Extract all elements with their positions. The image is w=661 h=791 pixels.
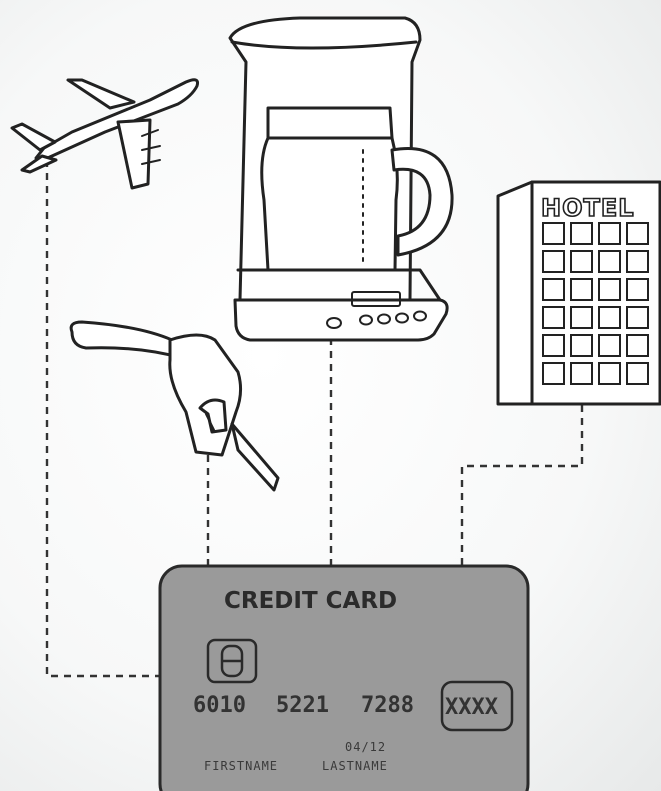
card-last-name: LASTNAME (322, 759, 388, 773)
gas-pump-nozzle-icon (71, 322, 278, 490)
card-title: CREDIT CARD (224, 588, 397, 614)
hotel-window (627, 251, 648, 272)
hotel-sign: HOTEL (541, 194, 635, 222)
hotel-window (571, 363, 592, 384)
credit-card-icon: CREDIT CARD 6010 5221 7288 XXXX 04/12 FI… (160, 566, 528, 791)
card-first-name: FIRSTNAME (204, 759, 278, 773)
hotel-window (627, 307, 648, 328)
hotel-window (599, 223, 620, 244)
airplane-icon (12, 80, 198, 188)
hotel-window (543, 279, 564, 300)
hotel-window (599, 335, 620, 356)
card-number-group-2: 5221 (276, 693, 329, 718)
hotel-window (543, 223, 564, 244)
hotel-window (571, 223, 592, 244)
hotel-window (599, 279, 620, 300)
connector-airplane (47, 160, 160, 676)
hotel-window (627, 363, 648, 384)
hotel-window (627, 223, 648, 244)
card-expiry: 04/12 (345, 740, 386, 754)
card-number-group-1: 6010 (193, 693, 246, 718)
hotel-window (543, 251, 564, 272)
hotel-window (599, 251, 620, 272)
hotel-window (599, 363, 620, 384)
hotel-window (599, 307, 620, 328)
connector-hotel (462, 405, 582, 568)
hotel-window (571, 251, 592, 272)
hotel-window (543, 335, 564, 356)
coffee-maker-icon (230, 18, 452, 340)
card-number-group-3: 7288 (361, 693, 414, 718)
security-code: XXXX (445, 695, 498, 720)
hotel-window (627, 335, 648, 356)
hotel-window (543, 307, 564, 328)
hotel-window (571, 279, 592, 300)
hotel-window (627, 279, 648, 300)
hotel-building-icon: HOTEL (498, 182, 660, 404)
hotel-window (571, 307, 592, 328)
hotel-window (571, 335, 592, 356)
hotel-window (543, 363, 564, 384)
